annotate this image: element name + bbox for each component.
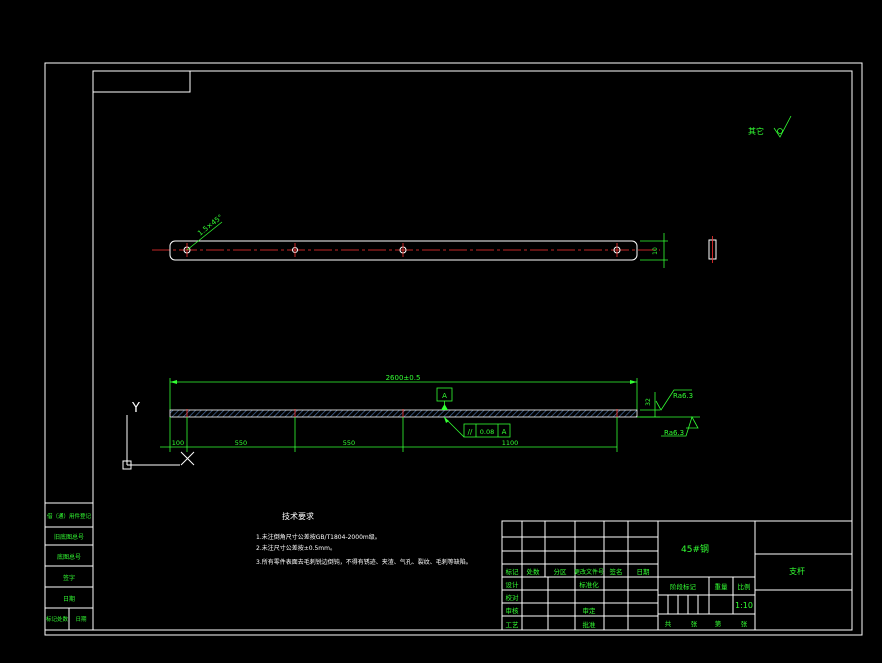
dim-3: 550 [343, 439, 355, 447]
bar-section [169, 409, 638, 418]
strip-row-7: 日期 [75, 616, 87, 623]
roughness-top-icon [655, 389, 692, 411]
header-cell-3: 分区 [554, 567, 568, 576]
mid-label-3: 审定 [583, 606, 597, 615]
arrow-left [170, 380, 177, 384]
dim-1: 100 [172, 439, 184, 447]
sheet-cell-2: 张 [691, 619, 698, 628]
scale-value: 1:10 [735, 601, 753, 610]
roughness-side-icon [661, 415, 699, 437]
sheet-cell-1: 共 [665, 619, 672, 628]
front-view: 1.5×45° 10 [152, 213, 717, 268]
tech-requirements: 技术要求 1.未注倒角尺寸公差按GB/T1804-2000m级。 2.未注尺寸公… [256, 511, 472, 566]
part-name: 支杆 [789, 566, 805, 576]
sheet-cell-3: 第 [715, 619, 722, 628]
section-view: 2600±0.5 A // 0.08 A 32 Ra6.3 Ra6.3 [160, 374, 700, 452]
strip-row-5: 日期 [63, 595, 75, 603]
gdt-arrow [444, 417, 449, 423]
gdt-frame [463, 423, 511, 438]
gdt-value: 0.08 [480, 428, 494, 436]
material-label: 45#钢 [681, 543, 709, 555]
dim-2: 550 [235, 439, 247, 447]
dim-4: 1100 [502, 439, 519, 447]
strip-row-4: 签字 [63, 574, 75, 582]
height-label: 32 [645, 398, 652, 406]
surface-note-label: 其它 [748, 126, 764, 136]
ucs-icon: Y [122, 401, 195, 470]
left-strip: 借（通）用件登记 旧底图总号 底图总号 签字 日期 标记处数 日期 [44, 502, 94, 631]
strip-row-3: 底图总号 [57, 553, 81, 561]
gdt-symbol: // [468, 428, 473, 436]
header-cell-4: 更改文件号 [574, 568, 604, 576]
header-cell-6: 日期 [637, 568, 651, 576]
tech-req-title: 技术要求 [282, 511, 314, 521]
outer-frame [44, 62, 863, 636]
datum-label: A [442, 392, 447, 400]
row-label-2: 校对 [506, 593, 520, 602]
strip-row-2: 旧底图总号 [54, 533, 84, 541]
bar-outline [169, 240, 638, 261]
thickness-label: 10 [652, 247, 659, 255]
roughness-side-label: Ra6.3 [664, 429, 684, 437]
arrow-right [630, 380, 637, 384]
scale-label: 比例 [738, 582, 751, 591]
stage-label: 阶段标记 [670, 582, 697, 591]
header-cell-5: 签名 [610, 567, 623, 576]
chamfer-leader [186, 221, 223, 251]
reverse-marker-box [92, 70, 191, 93]
tech-req-item-1: 1.未注倒角尺寸公差按GB/T1804-2000m级。 [256, 533, 381, 541]
surface-note: 其它 [748, 115, 792, 138]
overall-length-label: 2600±0.5 [386, 374, 421, 382]
row-label-3: 审核 [506, 606, 520, 615]
tech-req-item-2: 2.未注尺寸公差按±0.5mm。 [256, 544, 336, 552]
row-label-4: 工艺 [506, 621, 520, 629]
strip-row-1: 借（通）用件登记 [47, 512, 92, 520]
header-cell-1: 标记 [506, 567, 520, 576]
strip-row-6: 标记处数 [46, 615, 69, 623]
datum-triangle [441, 404, 448, 410]
title-block: 45#钢 支杆 标记 处数 分区 更改文件号 签名 日期 设计 校对 审核 工艺… [501, 520, 853, 631]
tech-req-item-3: 3.所有零件表面去毛刺锐边倒钝，不得有锈迹、夹渣、气孔、裂纹、毛刺等缺陷。 [256, 558, 472, 566]
gdt-datum: A [502, 428, 507, 436]
roughness-top-label: Ra6.3 [673, 392, 693, 400]
mid-label-1: 标准化 [579, 580, 599, 589]
inner-frame [92, 70, 853, 631]
row-label-1: 设计 [506, 580, 520, 589]
weight-label: 重量 [715, 583, 729, 591]
sheet-cell-4: 张 [741, 619, 748, 628]
header-cell-2: 处数 [527, 567, 541, 576]
mid-label-4: 批准 [583, 620, 597, 629]
roughness-check-icon [773, 115, 792, 138]
ucs-y-label: Y [131, 401, 140, 416]
chamfer-label: 1.5×45° [196, 213, 224, 237]
